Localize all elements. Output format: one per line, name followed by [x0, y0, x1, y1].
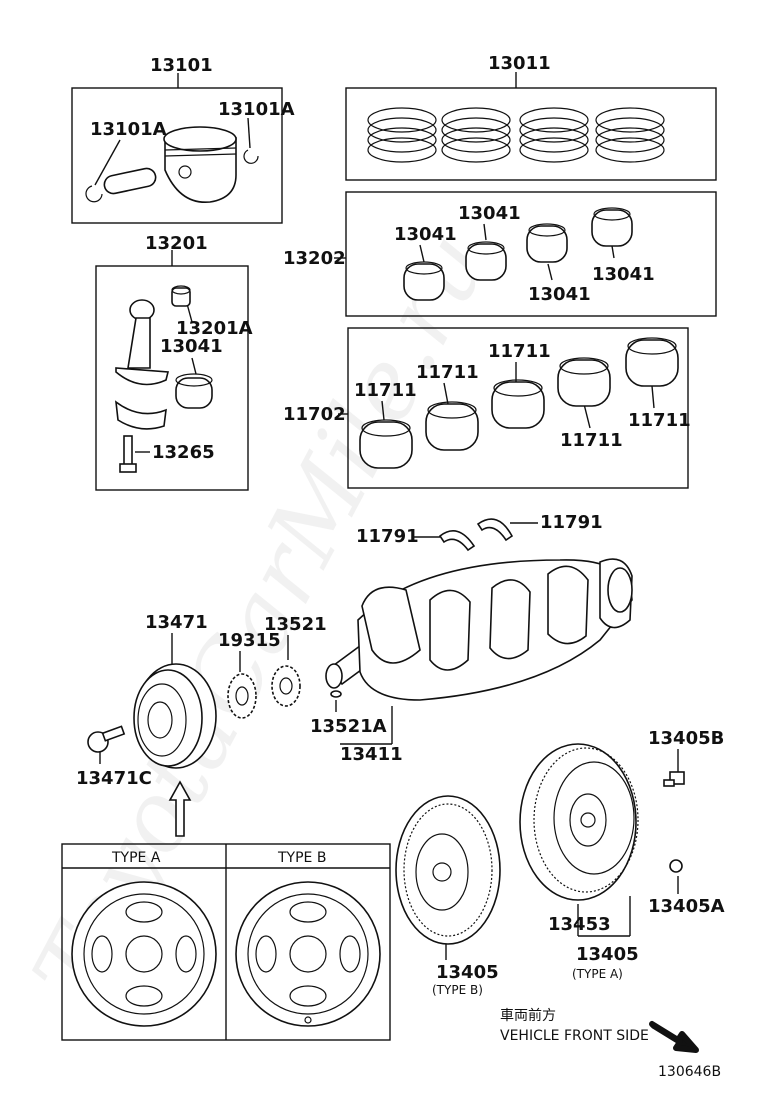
piston-icon: [163, 126, 237, 203]
label-piston-set: 13101: [150, 55, 213, 76]
bearing-shells-icon: [403, 207, 633, 301]
label-main-e: 11711: [628, 410, 691, 431]
bushing-icon: [171, 285, 191, 307]
clip-left-icon: [85, 185, 103, 203]
label-conrod-bolt: 13265: [152, 442, 215, 463]
label-key: 13521A: [310, 716, 387, 737]
main-bearing-box: 11702 11711 11711 11711 11711 11711: [283, 327, 691, 489]
label-pulley-bolt: 13471C: [76, 768, 152, 789]
pulley-bolt-icon: [87, 725, 126, 753]
label-flywheel-bolt: 13405B: [648, 728, 724, 749]
label-conrod-bearing: 13041: [160, 336, 223, 357]
piston-box: 13101 13101A 13101A: [71, 55, 295, 224]
label-ring-set: 13011: [488, 53, 551, 74]
label-flywheel-a: 13405: [576, 944, 639, 965]
clip-right-icon: [243, 149, 259, 164]
label-flywheel-b-type: (TYPE B): [432, 983, 483, 997]
flywheel-bolt-icon: [663, 771, 685, 787]
label-bearing-a: 13041: [394, 224, 457, 245]
main-bearings-icon: [359, 337, 679, 469]
label-crankshaft: 13411: [340, 744, 403, 765]
ring-set-box: 13011: [345, 53, 717, 181]
label-conrod-set: 13201: [145, 233, 208, 254]
label-piston-ring-right: 13101A: [218, 99, 295, 120]
conrod-bearing-icon: [175, 373, 213, 409]
front-direction-arrow-icon: [649, 1021, 699, 1053]
label-piston-ring-left: 13101A: [90, 119, 167, 140]
label-bearing-group: 13202: [283, 248, 346, 269]
conrod-box: 13201 13201A 13041 13265: [95, 233, 253, 491]
label-conrod-bush: 13201A: [176, 318, 253, 339]
bolt-icon: [119, 435, 137, 473]
label-flywheel-pin: 13405A: [648, 896, 725, 917]
label-gear-19315: 19315: [218, 630, 281, 651]
label-main-c: 11711: [488, 341, 551, 362]
label-main-a: 11711: [354, 380, 417, 401]
key-icon: [330, 690, 342, 698]
flywheel-type-b-icon: [395, 795, 501, 945]
gear-19315-icon: [227, 673, 257, 719]
thrust-washers: 11791 11791: [356, 512, 603, 552]
arrow-up-icon: [168, 780, 192, 837]
thrust-washer-right-icon: [476, 518, 514, 542]
label-flywheel-b: 13405: [436, 962, 499, 983]
front-note-english: VEHICLE FRONT SIDE: [500, 1028, 649, 1044]
label-thrust-right: 11791: [540, 512, 603, 533]
label-flywheel-a-type: (TYPE A): [572, 967, 623, 981]
label-main-d: 11711: [560, 430, 623, 451]
type-table: TYPE A TYPE B: [61, 843, 391, 1041]
type-b-header: TYPE B: [277, 850, 326, 866]
pulley-type-a-icon: [71, 881, 217, 1027]
label-main-bearing-group: 11702: [283, 404, 346, 425]
gear-13521-icon: [271, 665, 301, 707]
piston-pin-icon: [103, 167, 157, 195]
label-ring-gear: 13453: [548, 914, 611, 935]
label-bearing-d: 13041: [592, 264, 655, 285]
label-bearing-c: 13041: [528, 284, 591, 305]
thrust-washer-left-icon: [438, 530, 476, 552]
label-pulley: 13471: [145, 612, 208, 633]
label-gear-13521: 13521: [264, 614, 327, 635]
front-note-japanese: 車両前方: [500, 1007, 556, 1024]
label-main-b: 11711: [416, 362, 479, 383]
piston-rings-icon: [367, 107, 665, 163]
crankshaft-icon: [325, 558, 633, 701]
flywheel-type-a-icon: [519, 743, 639, 901]
connecting-rod-icon: [115, 299, 170, 430]
label-thrust-left: 11791: [356, 526, 419, 547]
pin-icon: [669, 859, 683, 873]
pulley-icon: [133, 663, 217, 769]
bearing-box: 13202 13041 13041 13041 13041: [283, 191, 717, 317]
type-a-header: TYPE A: [111, 850, 161, 866]
label-bearing-b: 13041: [458, 203, 521, 224]
figure-id: 130646B: [658, 1064, 721, 1080]
pulley-type-b-icon: [235, 881, 381, 1027]
